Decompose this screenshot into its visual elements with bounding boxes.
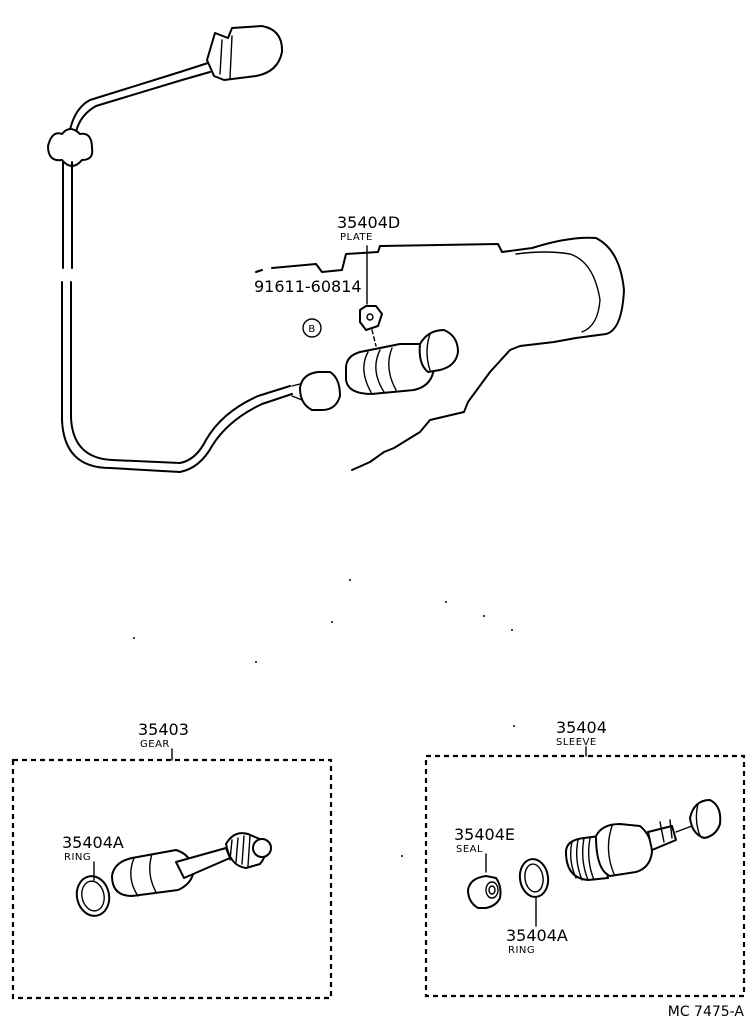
plate-part: [359, 245, 383, 331]
gear-ring-part: [75, 875, 111, 917]
sleeve-ring-number: 35404A: [506, 926, 568, 945]
gear-number: 35403: [138, 720, 189, 739]
seal-part: [467, 875, 502, 909]
installed-sleeve-assembly: [345, 329, 459, 395]
gear-group-box: [11, 758, 333, 1000]
bolt-callout: 91611-60814 B: [254, 277, 362, 338]
gear-ring-name: RING: [64, 852, 91, 863]
diagram-code: MC 7475-A: [668, 1004, 745, 1020]
sleeve-name: SLEEVE: [556, 737, 597, 748]
gear-group: 35403 GEAR 35404A RING: [11, 720, 333, 1000]
plate-name: PLATE: [340, 232, 373, 243]
stray-marks: [133, 579, 515, 857]
sleeve-number: 35404: [556, 718, 607, 737]
plate-callout: 35404D PLATE: [337, 213, 400, 243]
gear-ring-number: 35404A: [62, 833, 124, 852]
plate-number: 35404D: [337, 213, 400, 232]
bolt-marker-circle: [302, 318, 322, 338]
sleeve-ring-part: [518, 858, 550, 898]
speedometer-cable: [47, 25, 341, 473]
gear-name: GEAR: [140, 739, 170, 750]
bolt-number: 91611-60814: [254, 277, 362, 296]
transmission-housing: [255, 236, 625, 471]
seal-number: 35404E: [454, 825, 515, 844]
sleeve-group: 35404 SLEEVE 35404E SEAL 35404A RING: [424, 718, 746, 998]
bolt-marker: B: [308, 324, 315, 335]
sleeve-ring-name: RING: [508, 945, 535, 956]
seal-name: SEAL: [456, 844, 483, 855]
gear-part: [111, 832, 272, 897]
sleeve-part: [565, 799, 722, 881]
